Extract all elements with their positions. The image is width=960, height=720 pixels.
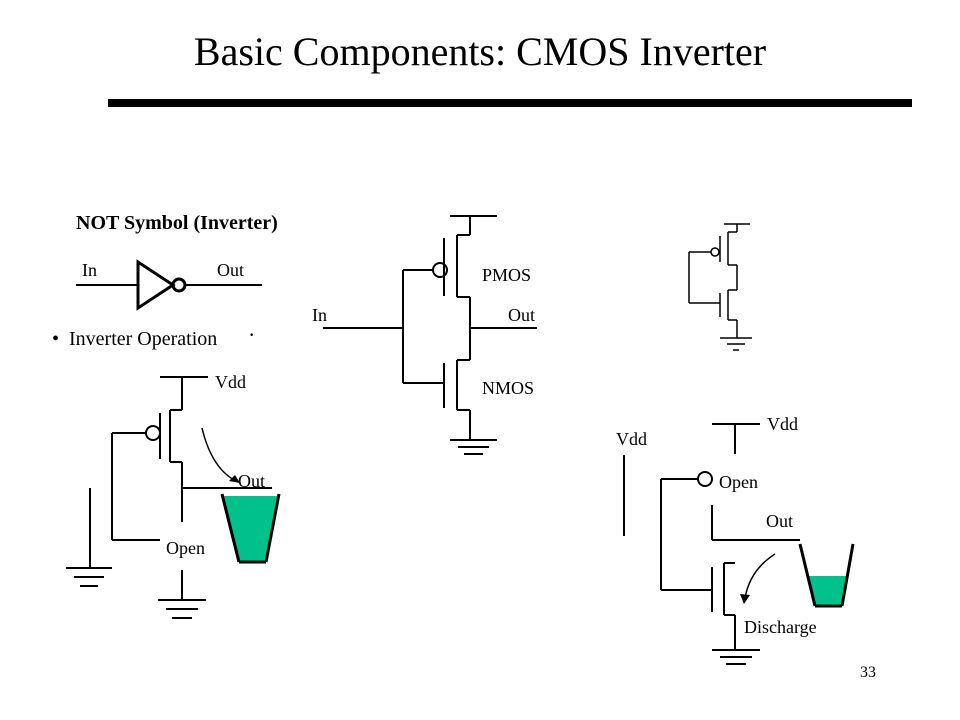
center-cmos-inverter <box>323 215 537 455</box>
discharge-label: Discharge <box>744 617 817 637</box>
left-bucket-walls <box>220 493 281 564</box>
partially-emptied-bucket <box>808 576 846 606</box>
right-bucket-walls <box>798 543 855 608</box>
bullet-marker: • <box>52 328 60 350</box>
slide-title: Basic Components: CMOS Inverter <box>193 29 767 74</box>
center-out-label: Out <box>508 305 535 325</box>
small-inverter-icon <box>688 223 752 351</box>
not-out-label: Out <box>217 260 244 280</box>
not-gate-symbol <box>76 259 262 311</box>
left-open-label: Open <box>166 538 205 558</box>
full-bucket <box>224 496 277 562</box>
page-number: 33 <box>860 664 876 681</box>
left-charging-circuit <box>66 376 272 619</box>
center-in-label: In <box>312 305 327 325</box>
pmos-label: PMOS <box>482 265 532 285</box>
bullet-text: Inverter Operation <box>69 328 218 350</box>
not-symbol-heading: NOT Symbol (Inverter) <box>76 212 278 234</box>
nmos-label: NMOS <box>482 378 535 398</box>
right-vdd-label: Vdd <box>767 414 798 434</box>
right-discharging-circuit <box>623 423 800 665</box>
right-vdd-left-label: Vdd <box>616 429 647 449</box>
title-underline <box>108 99 912 107</box>
right-open-label: Open <box>719 472 758 492</box>
not-in-label: In <box>82 260 97 280</box>
left-vdd-label: Vdd <box>215 372 246 392</box>
stray-dot: · <box>248 322 256 347</box>
right-out-label: Out <box>766 511 793 531</box>
inverter-operation-bullet: • Inverter Operation <box>52 328 217 351</box>
left-out-label: Out <box>238 471 265 491</box>
